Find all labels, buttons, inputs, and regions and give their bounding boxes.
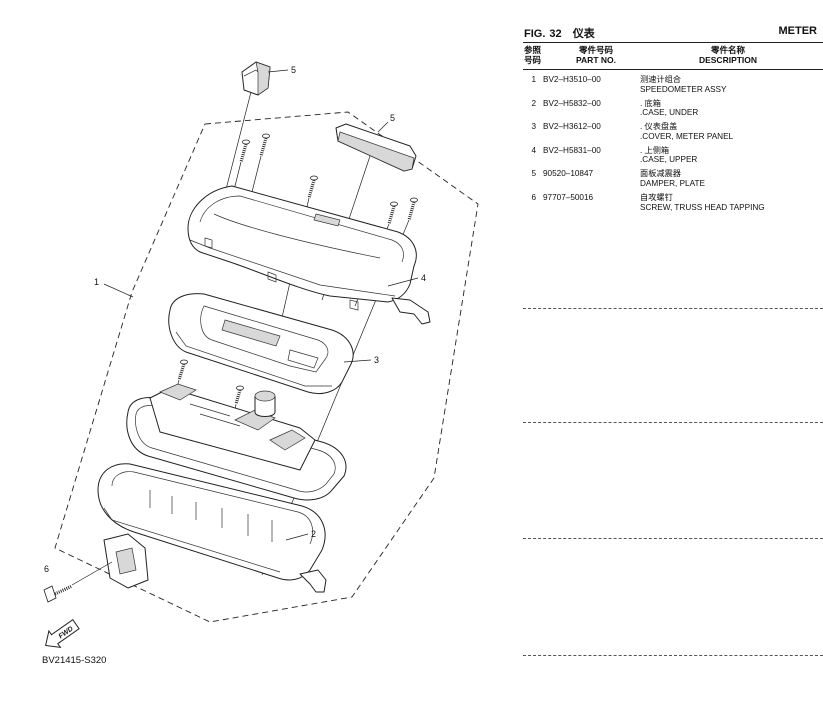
description-en: .COVER, METER PANEL (640, 131, 734, 141)
callout-5-strip: 5 (390, 113, 395, 123)
column-header-rule (523, 69, 823, 70)
ref-column-header: 参照 号码 (524, 45, 541, 65)
row-separator (523, 422, 823, 423)
part-number: BV2–H5832–00 (543, 98, 601, 108)
description-cn: . 底箱 (640, 98, 661, 108)
description-en: DAMPER, PLATE (640, 178, 705, 188)
parts-table: 1 BV2–H3510–00 测速计组合 SPEEDOMETER ASSY 2 … (523, 75, 823, 217)
screw (307, 175, 318, 199)
callout-1: 1 (94, 277, 99, 287)
part-header-en: PART NO. (576, 55, 616, 65)
screw (407, 197, 418, 221)
part-no-column-header: 零件号码 PART NO. (568, 45, 624, 65)
screw (387, 201, 398, 225)
ref-number: 5 (531, 169, 536, 179)
row-separator (523, 538, 823, 539)
table-row: 4 BV2–H5831–00 . 上侧箱 .CASE, UPPER (523, 146, 823, 170)
callout-5-bracket: 5 (291, 65, 296, 75)
description-cn: 测速计组合 (640, 75, 681, 84)
ref-number: 2 (531, 98, 536, 108)
fig-label: FIG. (524, 28, 546, 40)
cover-meter-panel (168, 293, 354, 395)
description-en: SPEEDOMETER ASSY (640, 84, 727, 94)
description: 自攻螺钉 SCREW, TRUSS HEAD TAPPING (640, 193, 765, 212)
description: . 底箱 .CASE, UNDER (640, 99, 698, 118)
row-separator (523, 308, 823, 309)
ref-header-line2: 号码 (524, 55, 542, 65)
part-number: BV2–H3510–00 (543, 75, 601, 84)
exploded-diagram: 5 5 4 1 3 2 6 FWD (43, 61, 479, 648)
ref-number: 4 (531, 145, 536, 155)
table-row: 5 90520–10847 面板减震器 DAMPER, PLATE (523, 169, 823, 193)
fwd-arrow-icon: FWD (45, 619, 80, 648)
callout-3: 3 (374, 355, 379, 365)
assembly-boundary (54, 111, 479, 623)
damper-plate-small (241, 61, 271, 96)
leader-lines (71, 69, 419, 586)
ref-number: 1 (531, 75, 536, 84)
screw (177, 359, 188, 381)
meter-circuit-frame (126, 383, 347, 501)
fig-number: 32 (549, 28, 562, 40)
table-row: 3 BV2–H3612–00 . 仪表盘盖 .COVER, METER PANE… (523, 122, 823, 146)
description: . 上侧箱 .CASE, UPPER (640, 146, 697, 165)
ref-number: 3 (531, 122, 536, 132)
parts-list: FIG.32 仪表 METER 参照 号码 零件号码 PART NO. 零件名称… (523, 0, 823, 715)
case-under (97, 463, 327, 593)
callout-6: 6 (44, 564, 49, 574)
screw (239, 139, 250, 163)
table-row: 1 BV2–H3510–00 测速计组合 SPEEDOMETER ASSY (523, 75, 823, 99)
description: 测速计组合 SPEEDOMETER ASSY (640, 75, 726, 94)
part-number: BV2–H3612–00 (543, 122, 601, 132)
description-cn: . 上侧箱 (640, 145, 670, 155)
table-row: 2 BV2–H5832–00 . 底箱 .CASE, UNDER (523, 99, 823, 123)
fig-title-cn: 仪表 (572, 28, 595, 40)
row-separator (523, 655, 823, 656)
screws (177, 133, 418, 405)
part-number: 90520–10847 (543, 169, 594, 179)
ref-header-line1: 参照 (524, 45, 542, 55)
description-en: .CASE, UPPER (640, 155, 698, 165)
callout-4: 4 (421, 273, 426, 283)
desc-header-cn: 零件名称 (710, 45, 745, 55)
table-row: 6 97707–50016 自攻螺钉 SCREW, TRUSS HEAD TAP… (523, 193, 823, 217)
description: . 仪表盘盖 .COVER, METER PANEL (640, 122, 733, 141)
fig-title-en: METER (778, 25, 818, 37)
case-upper (187, 185, 431, 325)
damper-plate-strip (335, 123, 417, 172)
part-number: 97707–50016 (543, 192, 594, 202)
screw (234, 385, 244, 405)
diagram-code: BV21415-S320 (42, 655, 107, 666)
part-number: BV2–H5831–00 (543, 145, 601, 155)
description-en: SCREW, TRUSS HEAD TAPPING (640, 202, 765, 212)
column-headers: 参照 号码 零件号码 PART NO. 零件名称 DESCRIPTION (523, 45, 823, 69)
description-en: .CASE, UNDER (640, 108, 699, 118)
ref-number: 6 (531, 192, 536, 202)
description-cn: 自攻螺钉 (640, 192, 673, 202)
figure-heading: FIG.32 仪表 (524, 25, 599, 41)
header-rule (523, 42, 823, 43)
desc-header-en: DESCRIPTION (698, 55, 758, 65)
description-cn: 面板减震器 (640, 169, 681, 179)
description-cn: . 仪表盘盖 (640, 122, 678, 132)
callout-2: 2 (311, 529, 316, 539)
part-header-cn: 零件号码 (578, 45, 613, 55)
screw (259, 133, 270, 157)
screw-truss-head (43, 584, 73, 603)
description: 面板减震器 DAMPER, PLATE (640, 169, 705, 188)
description-column-header: 零件名称 DESCRIPTION (673, 45, 783, 65)
